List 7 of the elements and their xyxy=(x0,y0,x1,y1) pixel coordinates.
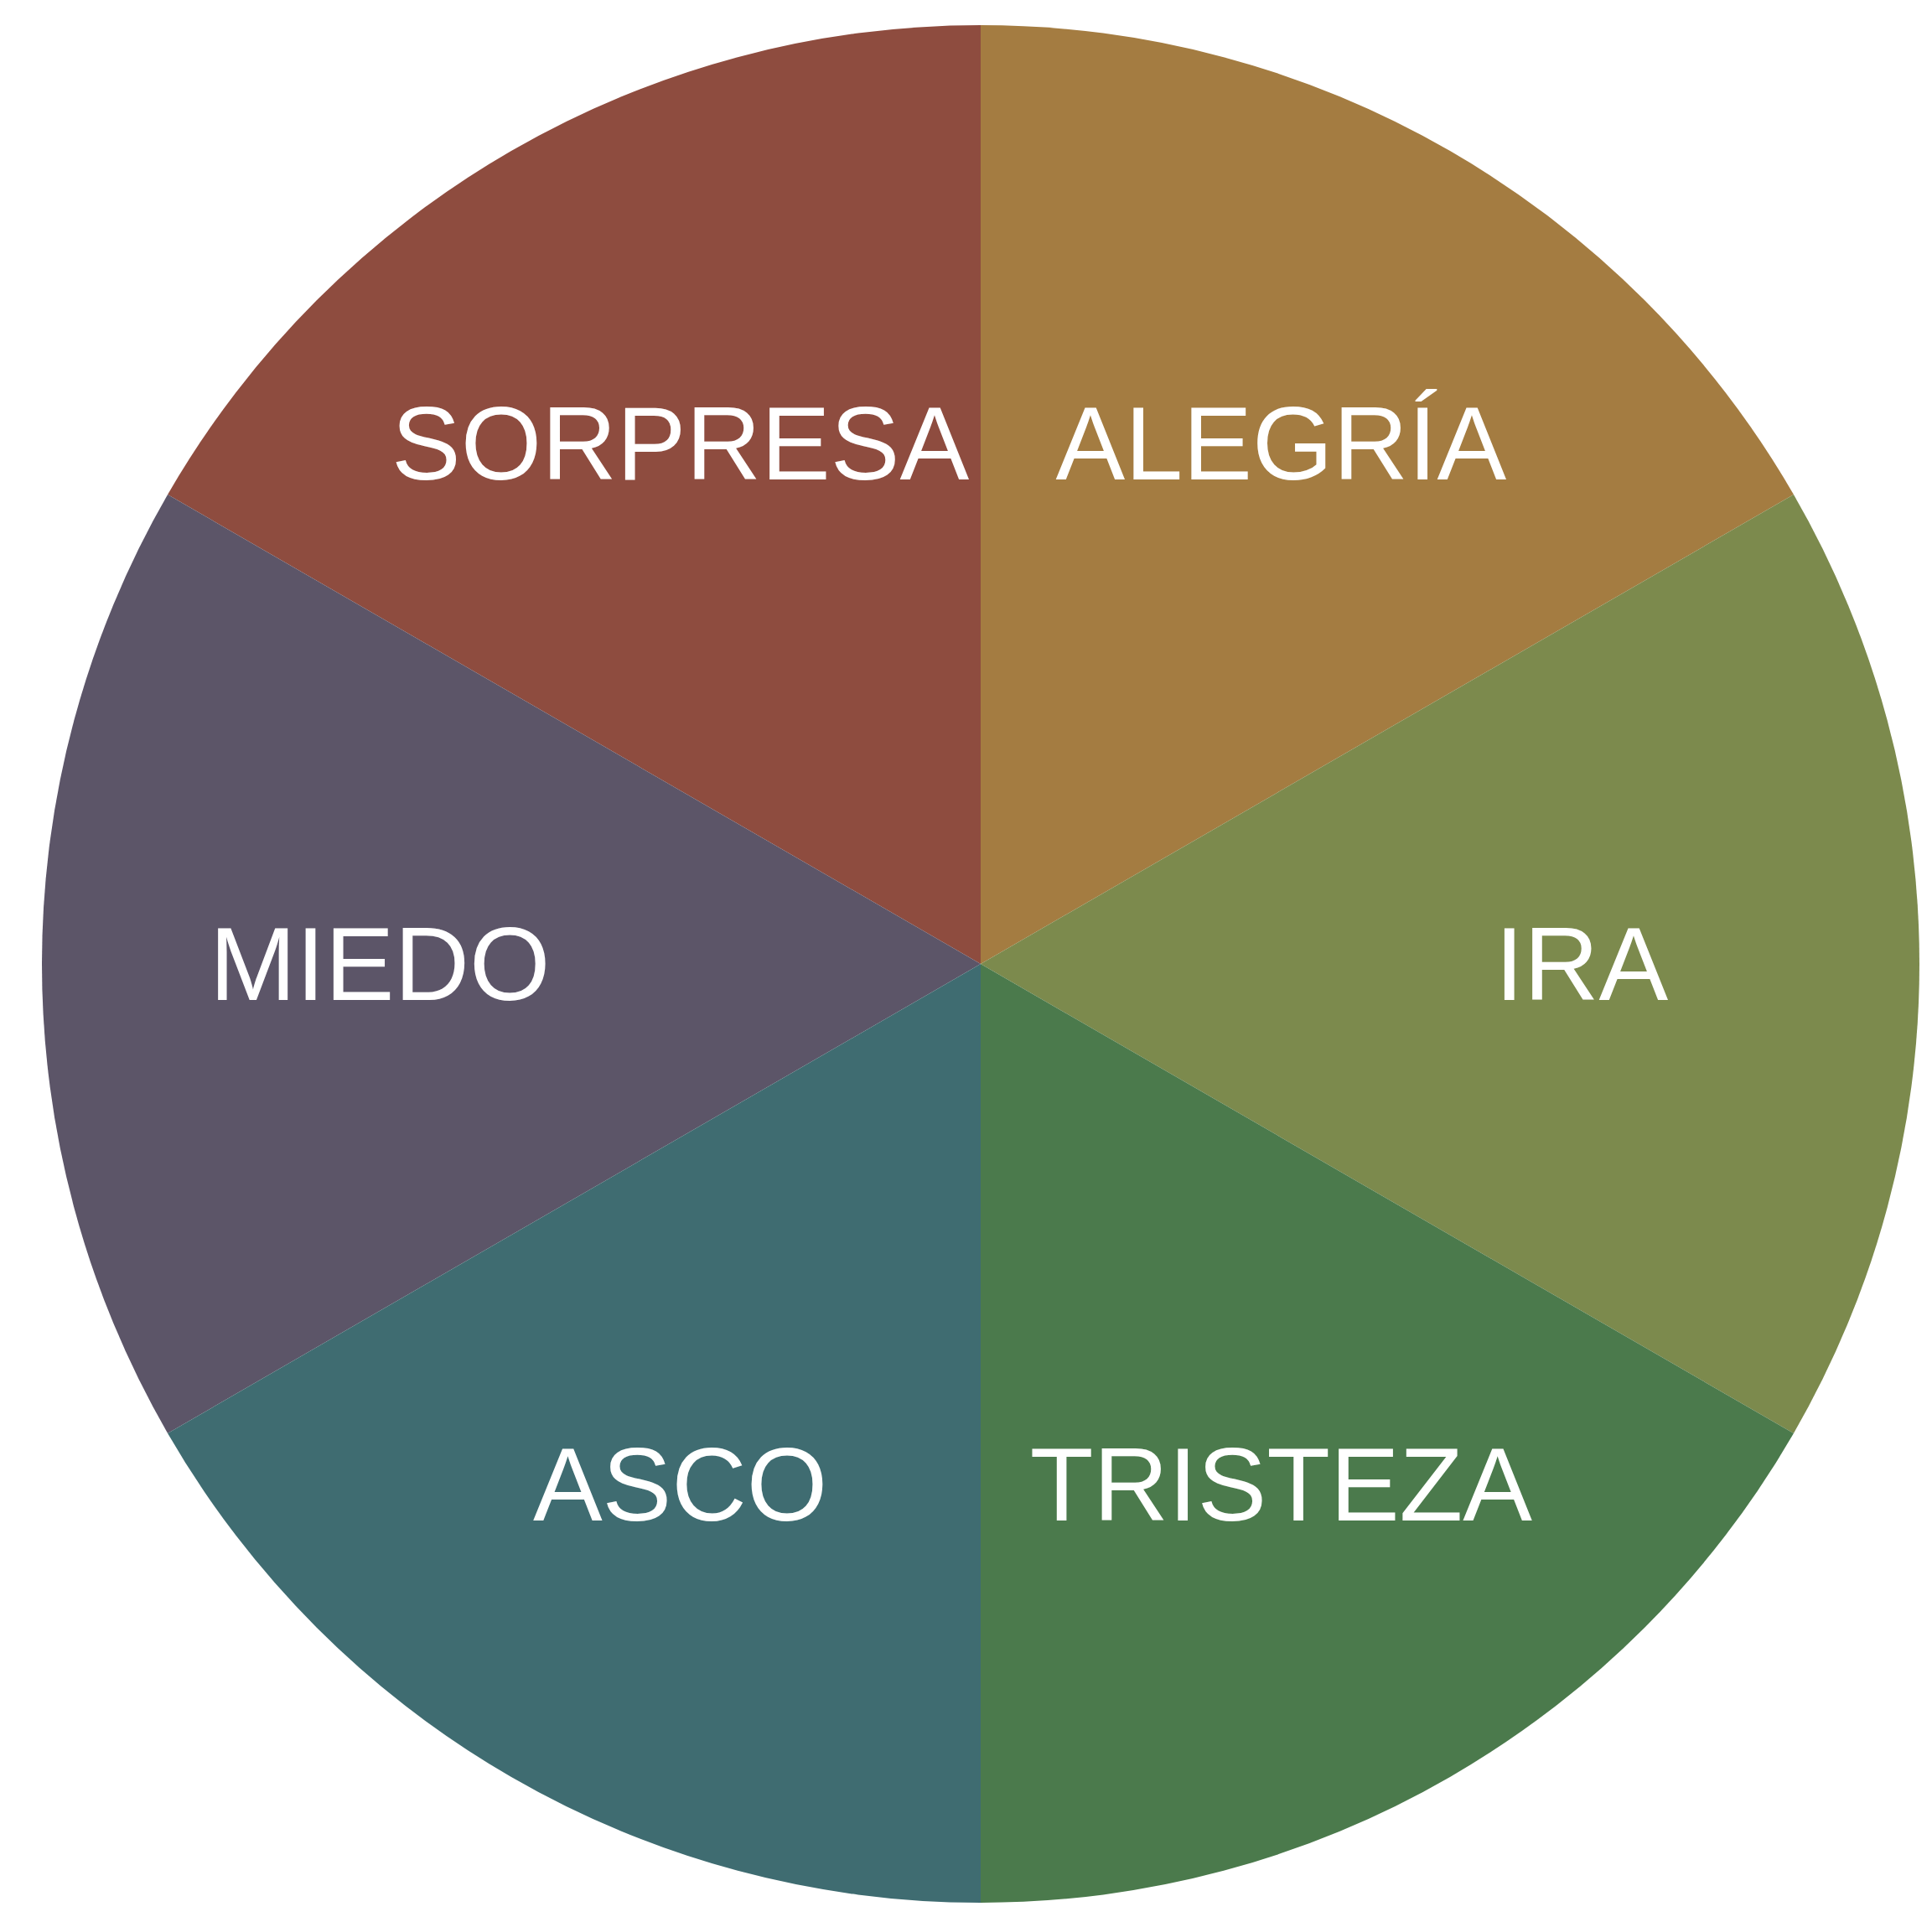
emotion-label: MIEDO xyxy=(209,912,551,1016)
emotion-label: TRISTEZA xyxy=(1029,1432,1533,1536)
emotion-label: IRA xyxy=(1494,912,1669,1016)
emotion-label: SORPRESA xyxy=(391,391,970,496)
emotion-label: ASCO xyxy=(532,1432,828,1536)
wheel-segment xyxy=(42,495,981,1433)
wheel-segment xyxy=(981,495,1919,1433)
